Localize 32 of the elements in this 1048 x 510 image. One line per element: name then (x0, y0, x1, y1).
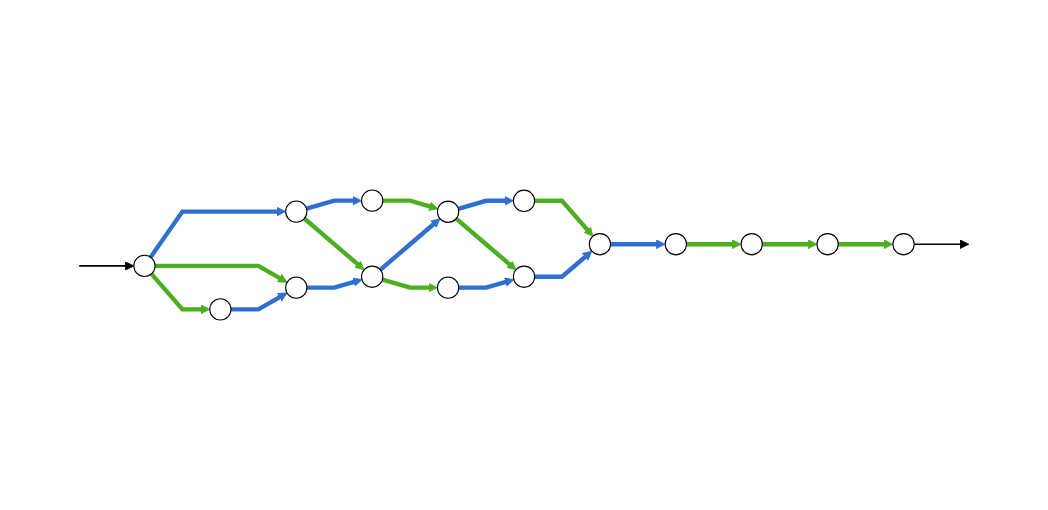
arrow (378, 218, 441, 272)
node-circle (512, 265, 536, 288)
arrow (457, 196, 514, 211)
arrow (306, 277, 363, 290)
node-circle (588, 233, 612, 256)
arrow (458, 277, 515, 290)
arrow (762, 239, 818, 250)
arrow (155, 263, 288, 283)
node-circle (740, 233, 763, 256)
arrow (534, 250, 593, 279)
node-circle (285, 200, 308, 223)
node-circle (285, 276, 308, 299)
arrow (454, 217, 517, 271)
arrow (534, 198, 594, 237)
arrow (305, 195, 362, 211)
node-circle (436, 276, 460, 299)
node-circle (816, 233, 839, 256)
arrow (381, 277, 438, 293)
arrow (686, 239, 742, 250)
node-circle (512, 189, 536, 212)
arrow (302, 216, 365, 271)
arrow (838, 239, 894, 250)
node-circle (361, 265, 384, 288)
arrow (231, 292, 288, 312)
arrow (382, 198, 439, 211)
arrow (610, 239, 666, 250)
node-circle (361, 189, 384, 212)
node-circle (664, 233, 687, 256)
node-circle (209, 298, 232, 321)
node-circle (892, 233, 915, 256)
node-circle (133, 254, 156, 278)
node-circle (436, 200, 460, 223)
